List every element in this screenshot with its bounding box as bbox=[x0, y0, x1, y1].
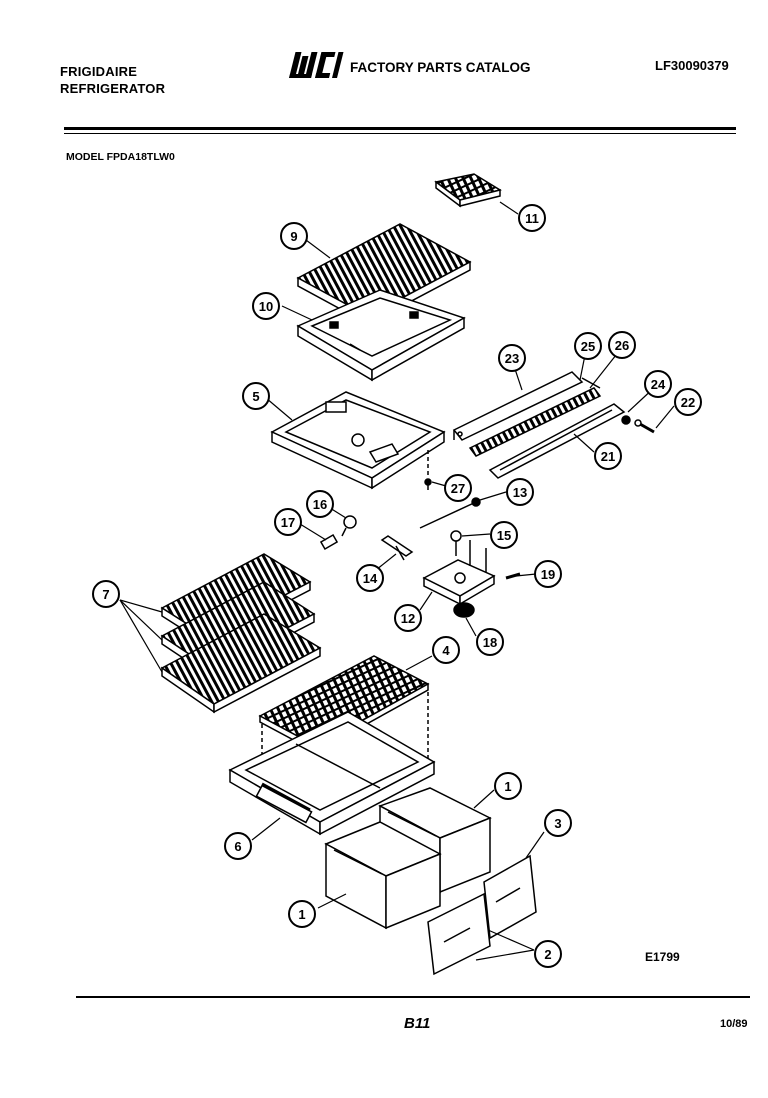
callout-17: 17 bbox=[281, 515, 295, 530]
callout-1-right: 1 bbox=[504, 779, 511, 794]
callout-22: 22 bbox=[681, 395, 695, 410]
catalog-title: FACTORY PARTS CATALOG bbox=[350, 60, 531, 75]
part-6-crisper-frame bbox=[228, 711, 436, 836]
model-number: MODEL FPDA18TLW0 bbox=[66, 151, 175, 163]
part-17-socket bbox=[319, 534, 339, 550]
callout-25: 25 bbox=[581, 339, 595, 354]
part-15-knob bbox=[450, 530, 462, 556]
part-13-rod bbox=[419, 497, 481, 529]
callout-9: 9 bbox=[290, 229, 297, 244]
callout-14: 14 bbox=[363, 571, 378, 586]
callout-24: 24 bbox=[651, 377, 666, 392]
callout-7: 7 bbox=[102, 587, 109, 602]
callout-21: 21 bbox=[601, 449, 615, 464]
callout-18: 18 bbox=[483, 635, 497, 650]
callout-10: 10 bbox=[259, 299, 273, 314]
part-3-drawer-front bbox=[483, 854, 537, 940]
footer-rule bbox=[76, 996, 750, 998]
callout-16: 16 bbox=[313, 497, 327, 512]
part-26-rail bbox=[468, 377, 602, 457]
callout-2: 2 bbox=[544, 947, 551, 962]
part-16-bulb bbox=[341, 515, 357, 537]
part-1-drawer-left bbox=[324, 821, 442, 930]
part-2-drawer-front bbox=[427, 892, 491, 976]
part-22-screw bbox=[634, 419, 655, 434]
part-23-rail bbox=[452, 371, 584, 441]
header-rule-thick bbox=[64, 127, 736, 130]
part-21-rail bbox=[488, 403, 626, 479]
part-14-bracket bbox=[380, 535, 414, 561]
part-24-screw bbox=[621, 415, 631, 425]
leader-lines bbox=[119, 201, 675, 961]
product-type: REFRIGERATOR bbox=[60, 81, 166, 96]
part-7-shelves bbox=[160, 553, 322, 714]
part-19-screw bbox=[505, 572, 521, 580]
callout-11: 11 bbox=[525, 211, 539, 226]
callout-6: 6 bbox=[234, 839, 241, 854]
revision-date: 10/89 bbox=[720, 1018, 748, 1030]
callout-15: 15 bbox=[497, 528, 511, 543]
callout-27: 27 bbox=[451, 481, 465, 496]
callout-circles bbox=[92, 204, 702, 968]
callout-3: 3 bbox=[554, 816, 561, 831]
catalog-number: LF30090379 bbox=[655, 58, 729, 73]
callout-5: 5 bbox=[252, 389, 259, 404]
part-12-control-box bbox=[422, 540, 496, 606]
callout-12: 12 bbox=[401, 611, 415, 626]
callout-13: 13 bbox=[513, 485, 527, 500]
part-18-knob bbox=[453, 602, 475, 618]
part-5-divider-housing bbox=[270, 391, 446, 490]
callout-4: 4 bbox=[442, 643, 450, 658]
part-27-screw bbox=[424, 478, 432, 490]
part-10-shelf-frame bbox=[296, 289, 466, 382]
brand-name: FRIGIDAIRE bbox=[60, 64, 138, 79]
callout-23: 23 bbox=[505, 351, 519, 366]
header-rule-thin bbox=[64, 133, 736, 134]
callout-1-left: 1 bbox=[298, 907, 305, 922]
wci-logo bbox=[289, 52, 344, 78]
page-code: B11 bbox=[404, 1015, 431, 1032]
callout-26: 26 bbox=[615, 338, 629, 353]
diagram-code: E1799 bbox=[645, 950, 680, 964]
part-11-grille bbox=[434, 173, 502, 208]
callout-19: 19 bbox=[541, 567, 555, 582]
